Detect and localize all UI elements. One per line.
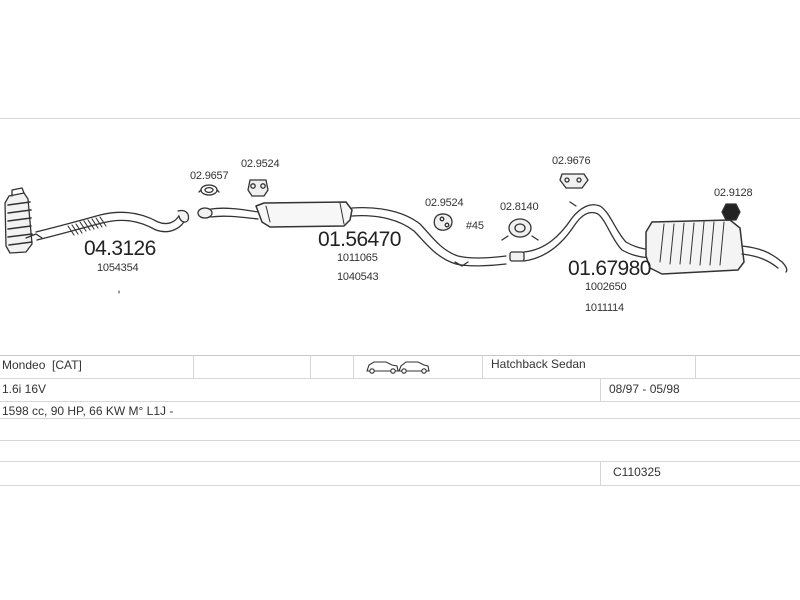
rubber-hanger-drawing <box>247 179 269 197</box>
table-column-divider <box>310 355 311 378</box>
table-column-divider <box>600 378 601 401</box>
table-column-divider <box>600 461 601 485</box>
clamp-drawing <box>501 218 539 241</box>
table-row-divider <box>0 378 800 379</box>
table-row-divider <box>0 401 800 402</box>
part-number-hanger: 02.9128 <box>714 187 753 199</box>
part-number-middle-silencer: 01.56470 <box>318 228 401 251</box>
ref-number: 1002650 <box>585 281 627 293</box>
table-row-divider <box>0 461 800 462</box>
body-types: Hatchback Sedan <box>491 357 586 371</box>
table-column-divider <box>193 355 194 378</box>
front-pipe-drawing <box>35 209 190 294</box>
table-row-divider <box>0 418 800 419</box>
model-name: Mondeo [CAT] <box>2 358 82 372</box>
rubber-hanger-drawing <box>721 203 741 221</box>
part-number-clamp: 02.8140 <box>500 201 539 213</box>
ref-number: 1054354 <box>97 262 139 274</box>
car-icon <box>366 361 399 374</box>
ref-number: 1011065 <box>337 252 378 264</box>
catalytic-converter-drawing <box>4 187 43 254</box>
part-number-clamp: 02.9657 <box>190 170 229 182</box>
table-row-divider <box>0 440 800 441</box>
part-number-rear-silencer: 01.67980 <box>568 257 651 280</box>
engine: 1.6i 16V <box>2 382 47 396</box>
clamp-drawing <box>198 184 220 196</box>
part-number-hanger: 02.9524 <box>425 197 464 209</box>
production-period: 08/97 - 05/98 <box>609 382 680 396</box>
car-icon <box>398 361 430 374</box>
engine-details: 1598 cc, 90 HP, 66 KW M° L1J - <box>2 404 174 418</box>
table-column-divider <box>482 355 483 378</box>
ref-number: 1011114 <box>585 302 624 314</box>
diagram-bottom-border <box>0 355 800 356</box>
part-number-hanger: 02.9524 <box>241 158 280 170</box>
middle-silencer-drawing <box>197 201 507 267</box>
table-column-divider <box>353 355 354 378</box>
kit-code: C110325 <box>613 465 661 479</box>
rear-silencer-drawing <box>509 201 788 275</box>
top-border <box>0 118 800 119</box>
table-column-divider <box>695 355 696 378</box>
rubber-hanger-drawing <box>559 173 589 189</box>
part-number-front-pipe: 04.3126 <box>84 237 156 260</box>
rubber-hanger-drawing <box>433 213 453 231</box>
ref-number: 1040543 <box>337 271 379 283</box>
part-number-hanger: 02.9676 <box>552 155 591 167</box>
hanger-quantity: #45 <box>466 220 484 232</box>
table-bottom-border <box>0 485 800 486</box>
